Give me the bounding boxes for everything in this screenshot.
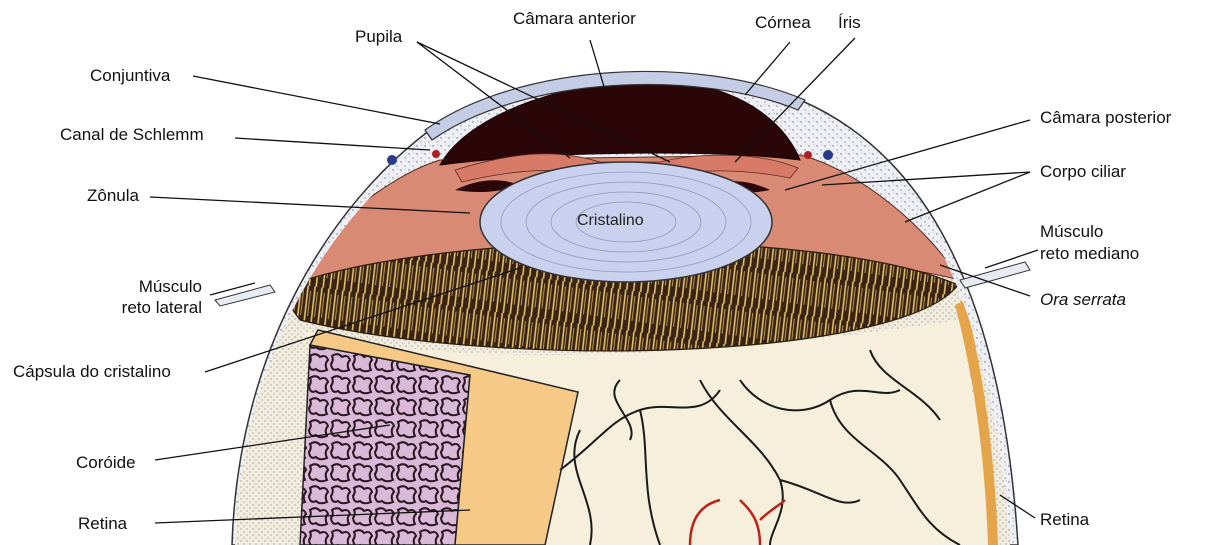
label-musculo-mediano-1: Músculo <box>1040 222 1103 242</box>
label-corpo-ciliar: Corpo ciliar <box>1040 162 1126 182</box>
choroid-panel <box>300 345 470 545</box>
label-musculo-lateral-1: Músculo <box>122 277 202 297</box>
label-ora-serrata: Ora serrata <box>1040 290 1126 310</box>
label-camara-posterior: Câmara posterior <box>1040 108 1171 128</box>
label-cornea: Córnea <box>755 13 811 33</box>
leader-canal <box>235 138 430 150</box>
label-musculo-lateral-2: reto lateral <box>102 298 202 318</box>
label-musculo-mediano-2: reto mediano <box>1040 244 1139 264</box>
label-cristalino: Cristalino <box>577 212 644 230</box>
label-iris: Íris <box>838 13 861 33</box>
label-retina-right: Retina <box>1040 510 1089 530</box>
label-retina-left: Retina <box>78 514 127 534</box>
label-conjuntiva: Conjuntiva <box>90 66 170 86</box>
label-coroide: Coróide <box>76 453 136 473</box>
leader-corpo-ciliar-2 <box>905 172 1030 222</box>
leader-conjuntiva <box>193 76 440 124</box>
label-camara-anterior: Câmara anterior <box>513 9 636 29</box>
label-capsula: Cápsula do cristalino <box>13 362 171 382</box>
label-zonula: Zônula <box>87 186 139 206</box>
label-pupila: Pupila <box>355 27 402 47</box>
label-canal-schlemm: Canal de Schlemm <box>60 125 204 145</box>
